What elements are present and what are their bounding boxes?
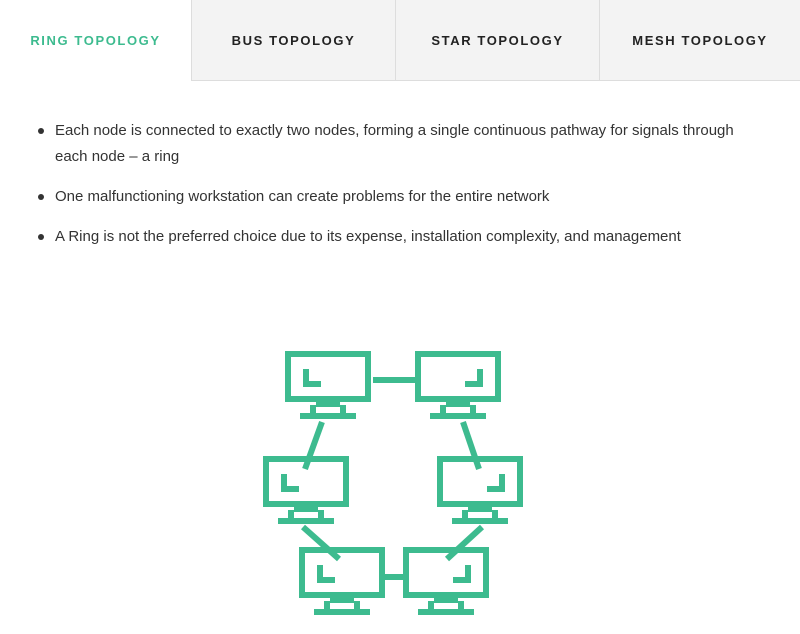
ring-connections	[301, 377, 485, 580]
monitor-icon	[288, 354, 368, 419]
list-item: A Ring is not the preferred choice due t…	[36, 224, 736, 250]
ring-topology-icon	[255, 351, 535, 629]
list-item-text: Each node is connected to exactly two no…	[55, 122, 734, 165]
tab-panel-ring: Each node is connected to exactly two no…	[0, 81, 800, 629]
list-item: Each node is connected to exactly two no…	[36, 118, 736, 170]
list-item: One malfunctioning workstation can creat…	[36, 184, 736, 210]
tab-ring-topology[interactable]: RING TOPOLOGY	[0, 0, 191, 81]
bullet-icon	[38, 128, 44, 134]
tab-bus-topology[interactable]: BUS TOPOLOGY	[191, 0, 395, 81]
ring-topology-illustration	[255, 351, 535, 629]
tab-mesh-topology[interactable]: MESH TOPOLOGY	[599, 0, 800, 81]
list-item-text: A Ring is not the preferred choice due t…	[55, 228, 681, 245]
tab-star-topology[interactable]: STAR TOPOLOGY	[395, 0, 599, 81]
list-item-text: One malfunctioning workstation can creat…	[55, 188, 550, 205]
bullet-icon	[38, 234, 44, 240]
monitor-icon	[440, 459, 520, 524]
feature-list: Each node is connected to exactly two no…	[36, 118, 736, 264]
monitor-icon	[418, 354, 498, 419]
topology-tabs: RING TOPOLOGY BUS TOPOLOGY STAR TOPOLOGY…	[0, 0, 800, 81]
monitor-icon	[302, 550, 382, 615]
bullet-icon	[38, 194, 44, 200]
monitor-icon	[406, 550, 486, 615]
